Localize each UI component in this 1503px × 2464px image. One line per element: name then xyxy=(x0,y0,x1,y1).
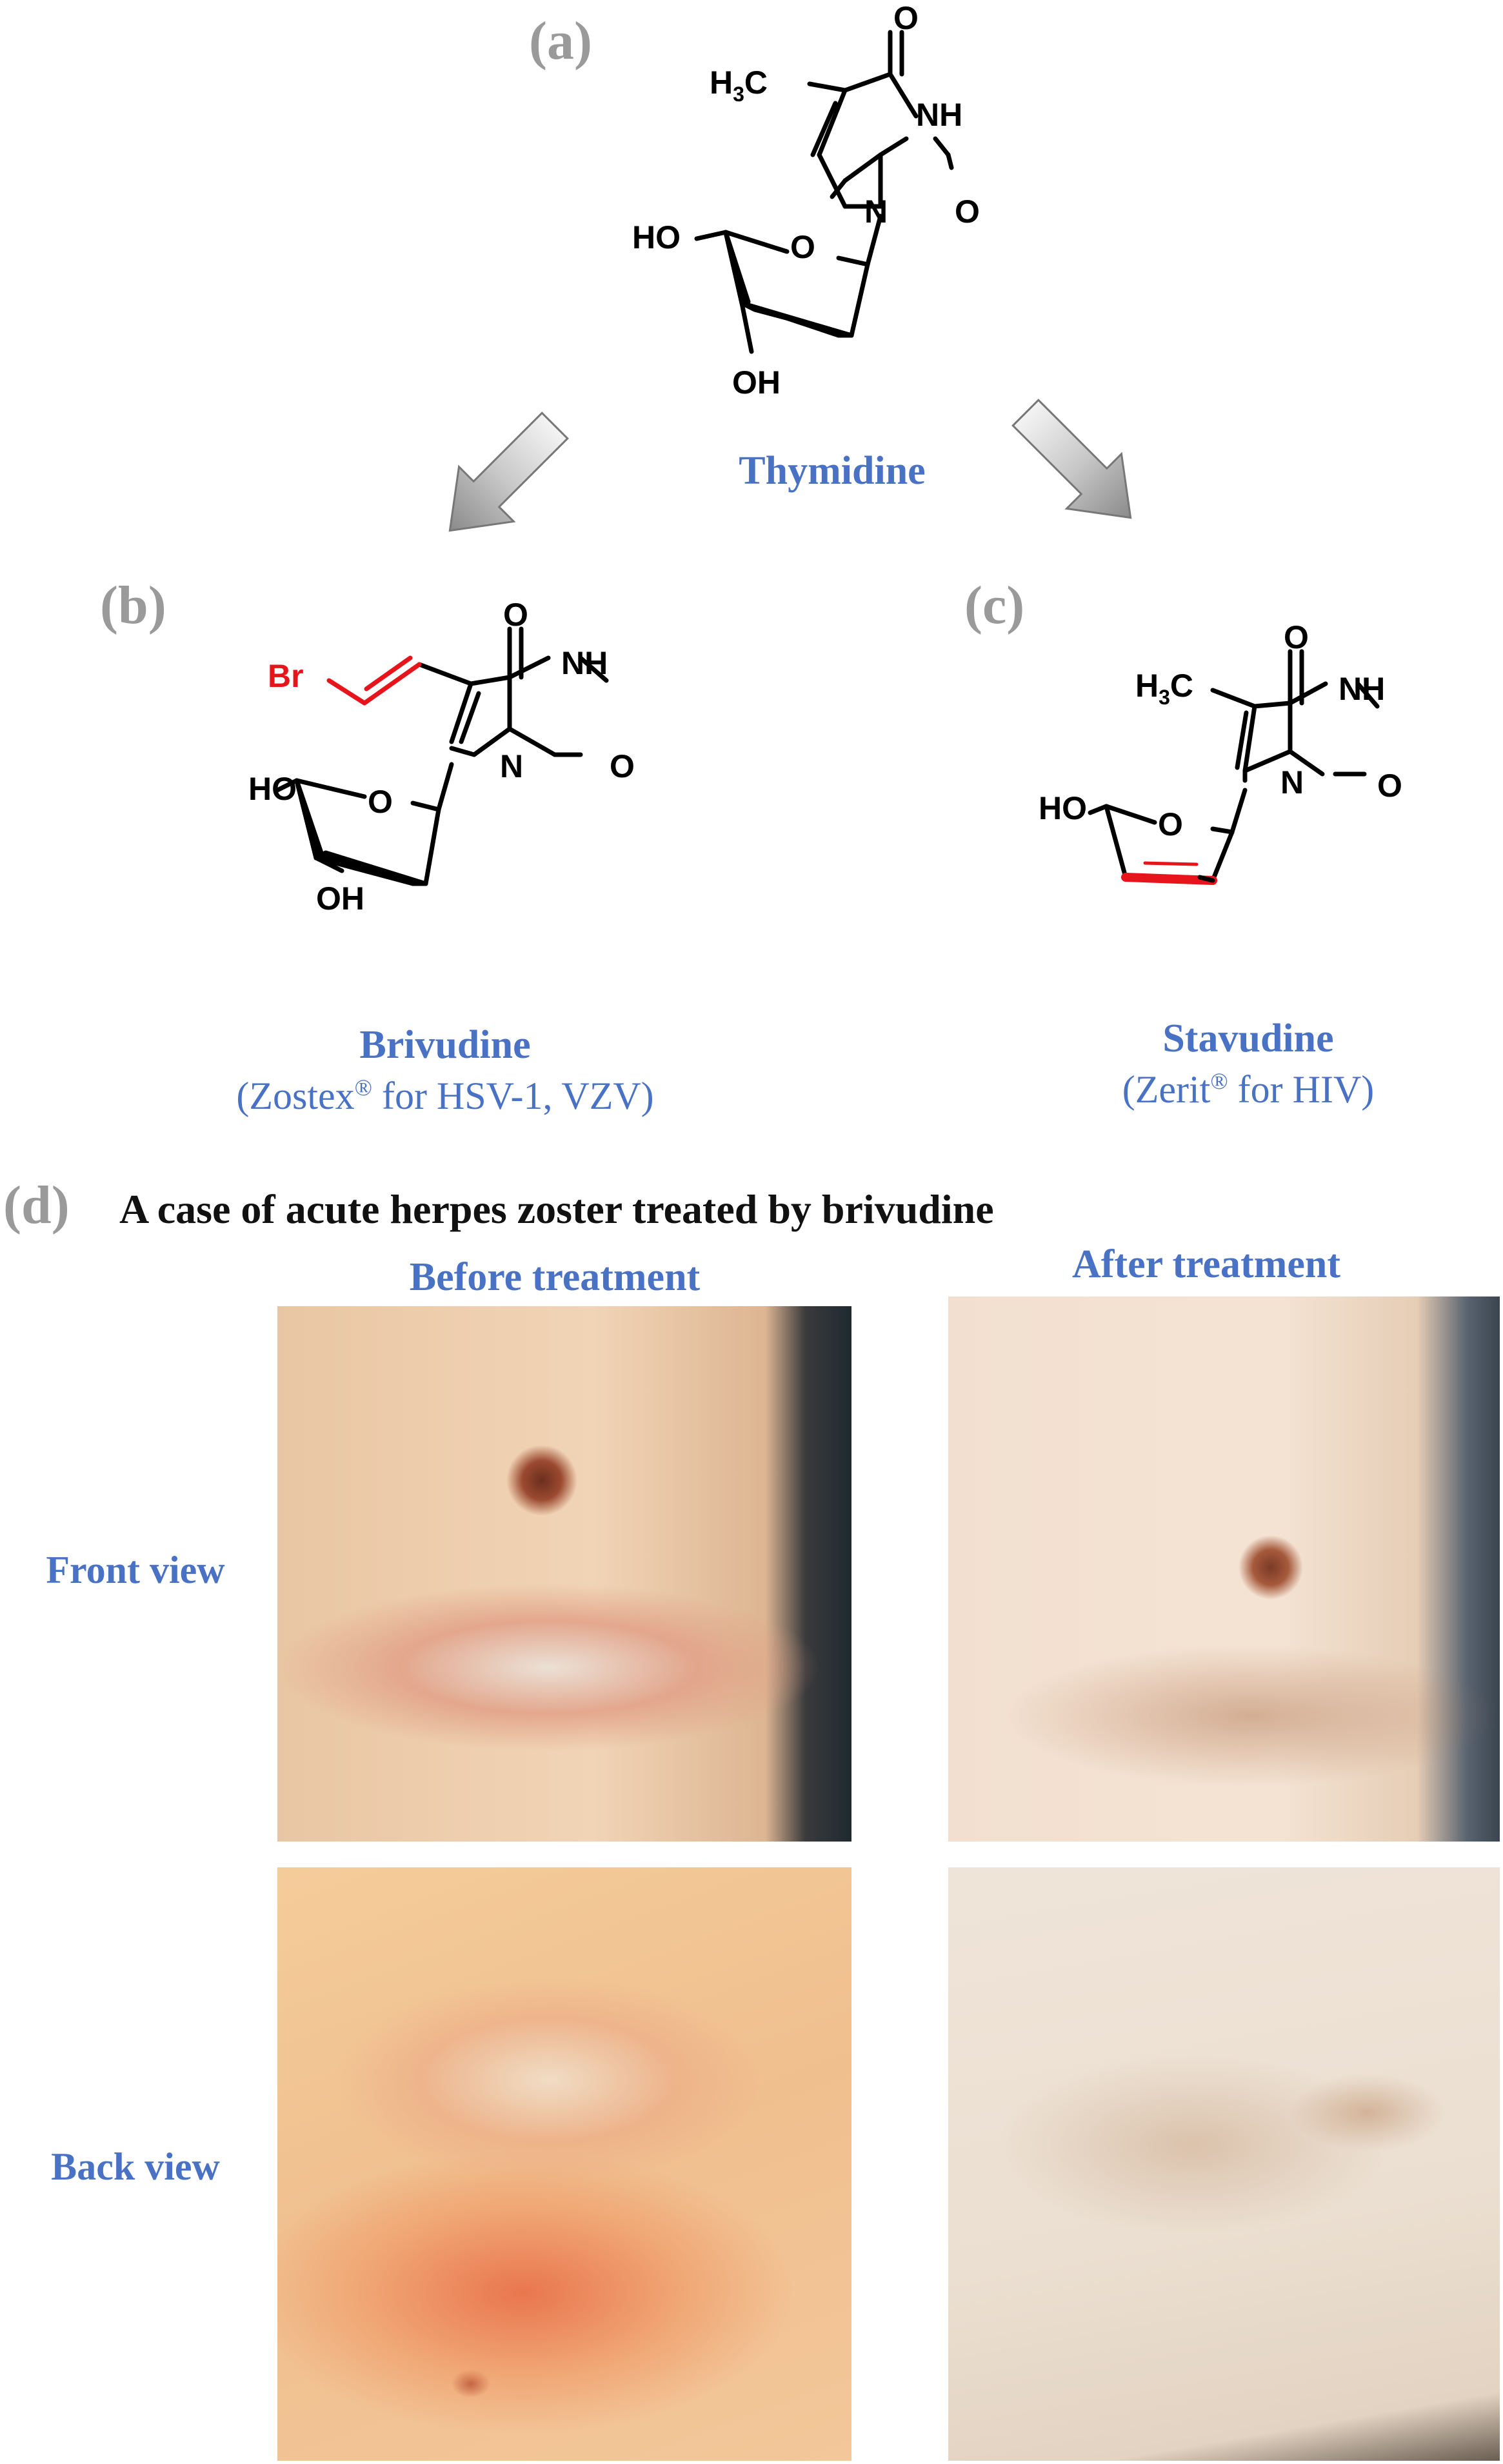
photo-front-after xyxy=(948,1297,1500,1842)
column-header-before: Before treatment xyxy=(409,1255,701,1299)
indication-text: for HSV-1, VZV) xyxy=(372,1075,654,1117)
atom-ho: HO xyxy=(1039,790,1087,826)
atom-nh: NH xyxy=(916,97,962,133)
atom-n: N xyxy=(1280,764,1304,800)
structures-diagram: O NH O N H3C HO O OH O NH O N Br HO O OH… xyxy=(248,0,1402,917)
atom-n: N xyxy=(500,748,523,784)
arrow-to-stavudine xyxy=(1011,399,1132,519)
brand-zostex: Zostex xyxy=(249,1075,355,1117)
brivudine-indication: (Zostex® for HSV-1, VZV) xyxy=(236,1075,654,1117)
stavudine-structure xyxy=(1088,649,1380,885)
brand-zerit: Zerit xyxy=(1135,1068,1211,1111)
panel-d-title: A case of acute herpes zoster treated by… xyxy=(119,1186,994,1232)
atom-o: O xyxy=(1158,806,1183,842)
atom-n: N xyxy=(864,194,888,230)
photo-back-after xyxy=(948,1867,1500,2461)
atom-o: O xyxy=(1377,768,1402,804)
atom-oh: OH xyxy=(732,364,781,401)
compound-name-stavudine: Stavudine xyxy=(1162,1017,1334,1060)
arrow-to-brivudine xyxy=(448,412,569,532)
registered-mark: ® xyxy=(354,1075,372,1100)
atom-ho: HO xyxy=(248,771,297,807)
row-header-back: Back view xyxy=(51,2145,220,2188)
panel-label-b: (b) xyxy=(100,575,166,635)
atom-o: O xyxy=(893,0,919,36)
atom-o: O xyxy=(610,748,635,784)
registered-mark: ® xyxy=(1210,1068,1228,1094)
thymidine-structure xyxy=(694,30,954,354)
panel-label-c: (c) xyxy=(964,575,1025,635)
panel-label-a: (a) xyxy=(529,11,592,71)
atom-nh: NH xyxy=(1339,671,1385,707)
column-header-after: After treatment xyxy=(1072,1242,1340,1286)
row-header-front: Front view xyxy=(46,1549,225,1591)
atom-o: O xyxy=(503,597,528,633)
compound-name-brivudine: Brivudine xyxy=(359,1023,531,1067)
atom-br: Br xyxy=(268,658,304,694)
stavudine-indication: (Zerit® for HIV) xyxy=(1122,1068,1375,1111)
photo-back-before xyxy=(277,1867,851,2461)
atom-ho: HO xyxy=(632,219,681,255)
brivudine-structure xyxy=(275,626,609,886)
atom-o: O xyxy=(790,229,815,265)
atom-o: O xyxy=(1284,619,1309,655)
atom-h3c: H3C xyxy=(1135,668,1193,709)
atom-h3c: H3C xyxy=(710,65,768,106)
indication-text: for HIV) xyxy=(1228,1068,1375,1111)
photo-front-before xyxy=(277,1306,851,1842)
atom-nh: NH xyxy=(561,645,608,681)
atom-oh: OH xyxy=(316,880,364,917)
compound-name-thymidine: Thymidine xyxy=(739,449,926,493)
atom-o: O xyxy=(368,784,393,820)
panel-label-d: (d) xyxy=(3,1175,70,1235)
atom-o: O xyxy=(955,194,980,230)
